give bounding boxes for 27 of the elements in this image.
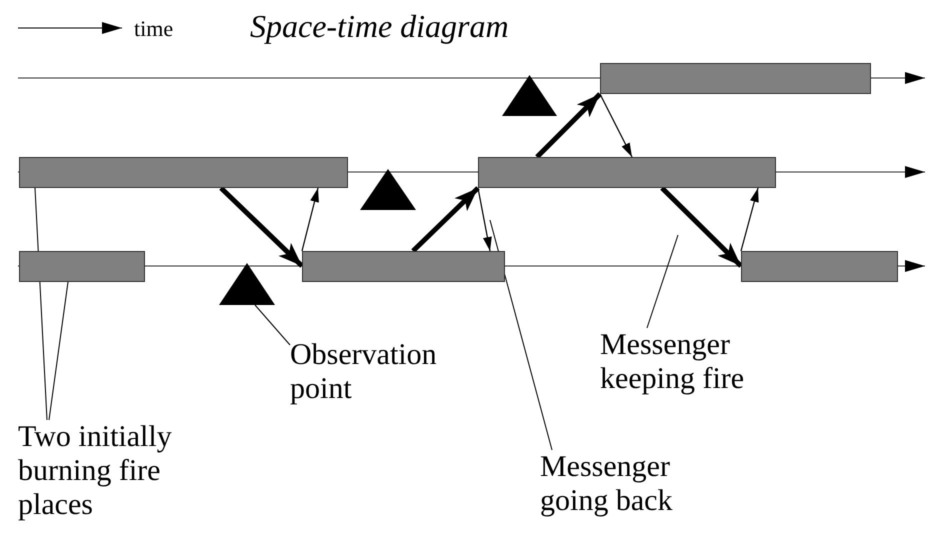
leader-line bbox=[490, 220, 552, 450]
annotation-text: Two initially burning fire places bbox=[18, 420, 228, 522]
message-arrow bbox=[219, 186, 304, 268]
message-arrow bbox=[411, 186, 480, 253]
annotation-text: Messenger going back bbox=[540, 450, 730, 518]
message-arrow bbox=[599, 94, 633, 158]
message-arrow bbox=[660, 186, 743, 268]
legend-text: time bbox=[134, 16, 174, 42]
burning-period-bar bbox=[302, 251, 505, 282]
observation-triangle bbox=[360, 169, 416, 210]
observation-triangle bbox=[219, 263, 275, 305]
annotation-text: Observation point bbox=[290, 338, 460, 406]
burning-period-bar bbox=[600, 63, 871, 94]
burning-period-bar bbox=[741, 251, 898, 282]
burning-period-bar bbox=[19, 157, 348, 188]
message-arrow bbox=[301, 188, 319, 252]
leader-line bbox=[48, 282, 68, 420]
burning-period-bar bbox=[478, 157, 776, 188]
diagram-title: Space-time diagram bbox=[250, 8, 509, 45]
leader-line bbox=[646, 234, 678, 328]
leader-line bbox=[254, 304, 290, 346]
message-arrow bbox=[477, 188, 492, 252]
annotation-text: Messenger keeping fire bbox=[600, 328, 810, 396]
burning-period-bar bbox=[19, 251, 145, 282]
message-arrow bbox=[740, 188, 759, 252]
message-arrow bbox=[535, 92, 602, 159]
observation-triangle bbox=[502, 75, 557, 116]
